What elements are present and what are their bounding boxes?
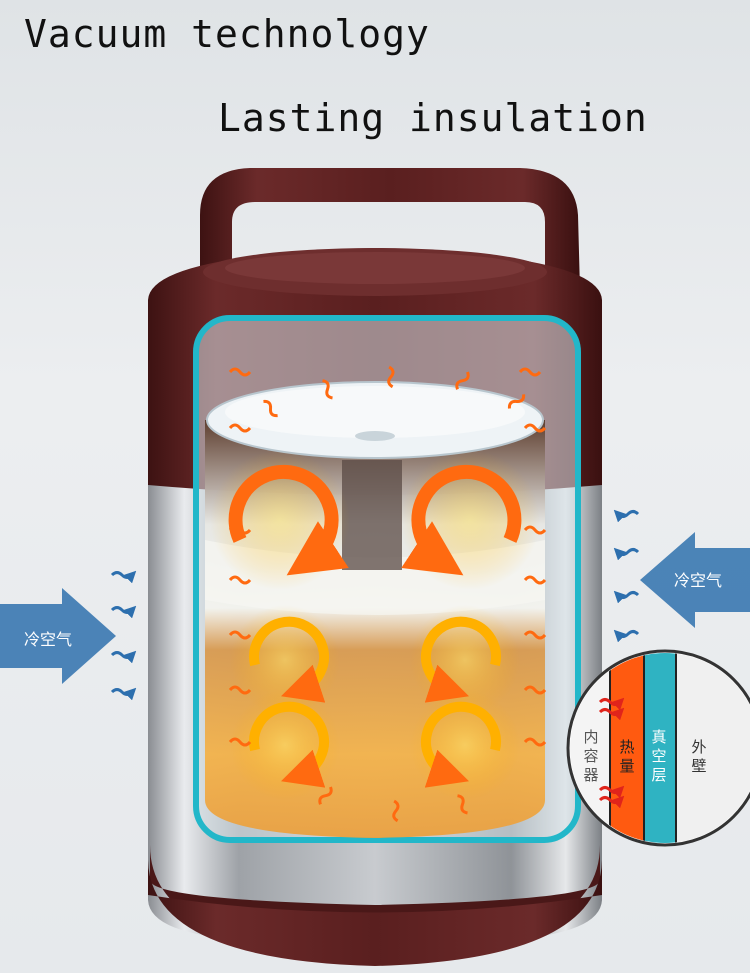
vacuum-glass-outline [193, 315, 581, 843]
heat-circulation-icons [210, 450, 540, 800]
heat-wave-icons [228, 365, 547, 823]
cold-air-wave-icons [110, 509, 640, 701]
layer-label-inner-container: 内容器 [583, 728, 599, 784]
layer-label-vacuum: 真空层 [651, 728, 667, 784]
cold-air-arrow-right [640, 532, 750, 628]
cold-air-label-right: 冷空气 [674, 571, 723, 590]
layer-label-heat: 热量 [619, 738, 635, 775]
layer-label-outer-wall: 外壁 [691, 738, 707, 775]
cold-air-label-left: 冷空气 [24, 630, 73, 649]
headline-vacuum-technology: Vacuum technology [24, 12, 430, 56]
handle [200, 168, 580, 290]
headline-lasting-insulation: Lasting insulation [218, 96, 648, 140]
cold-air-arrow-left [0, 588, 116, 684]
